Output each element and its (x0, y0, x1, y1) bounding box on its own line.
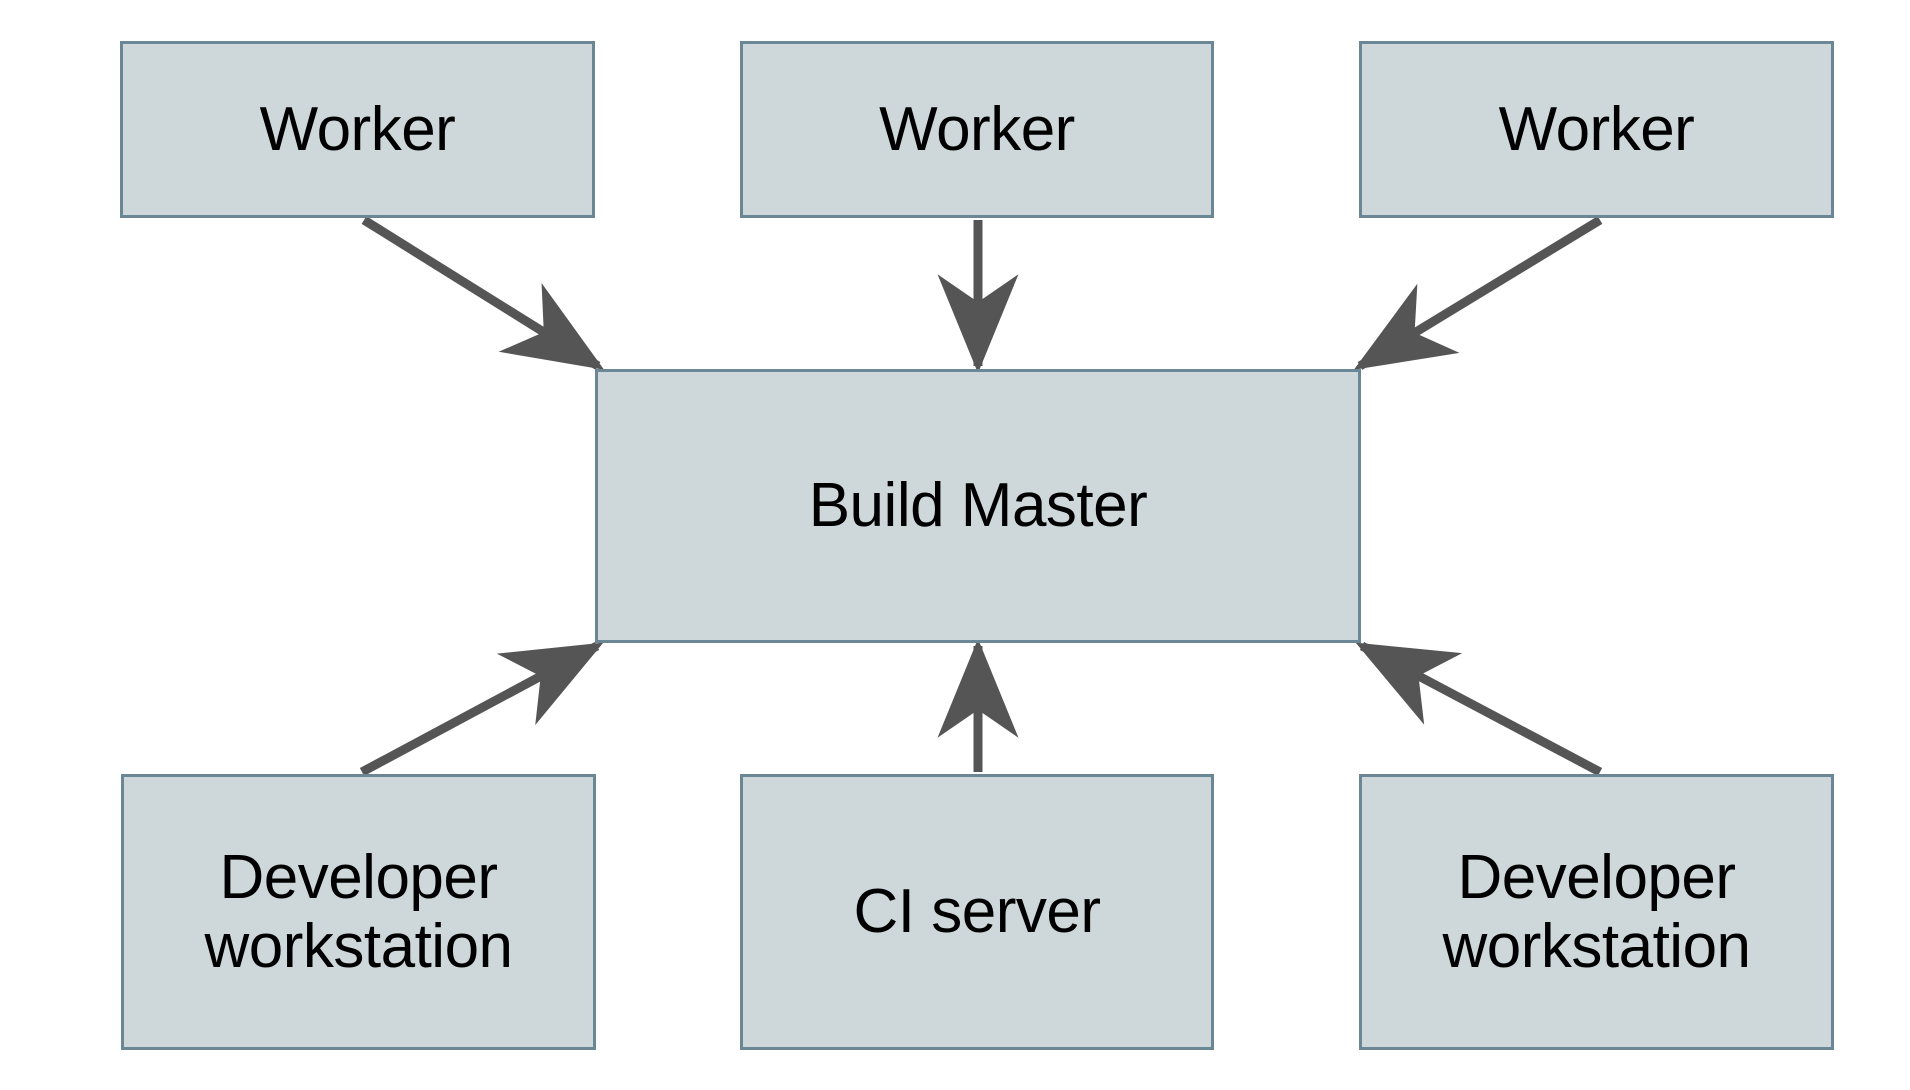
node-dev-workstation-2[interactable]: Developer workstation (1359, 774, 1834, 1050)
node-ci-server-label: CI server (853, 877, 1101, 947)
node-worker-2[interactable]: Worker (740, 41, 1214, 218)
node-dev-workstation-1-label: Developer workstation (204, 842, 513, 981)
node-worker-1-label: Worker (259, 94, 456, 164)
node-build-master-label: Build Master (808, 471, 1148, 541)
edge-worker-3-to-build-master (1353, 216, 1603, 370)
node-dev-workstation-1[interactable]: Developer workstation (121, 774, 596, 1050)
node-worker-2-label: Worker (879, 94, 1075, 164)
edge-dev-workstation-1-to-build-master (359, 642, 604, 776)
node-build-master[interactable]: Build Master (595, 369, 1361, 643)
node-worker-3[interactable]: Worker (1359, 41, 1834, 218)
edge-worker-1-to-build-master (361, 216, 605, 370)
edge-dev-workstation-2-to-build-master (1355, 642, 1603, 776)
node-dev-workstation-2-label: Developer workstation (1442, 842, 1751, 981)
node-worker-3-label: Worker (1498, 94, 1695, 164)
node-ci-server[interactable]: CI server (740, 774, 1214, 1050)
node-worker-1[interactable]: Worker (120, 41, 595, 218)
